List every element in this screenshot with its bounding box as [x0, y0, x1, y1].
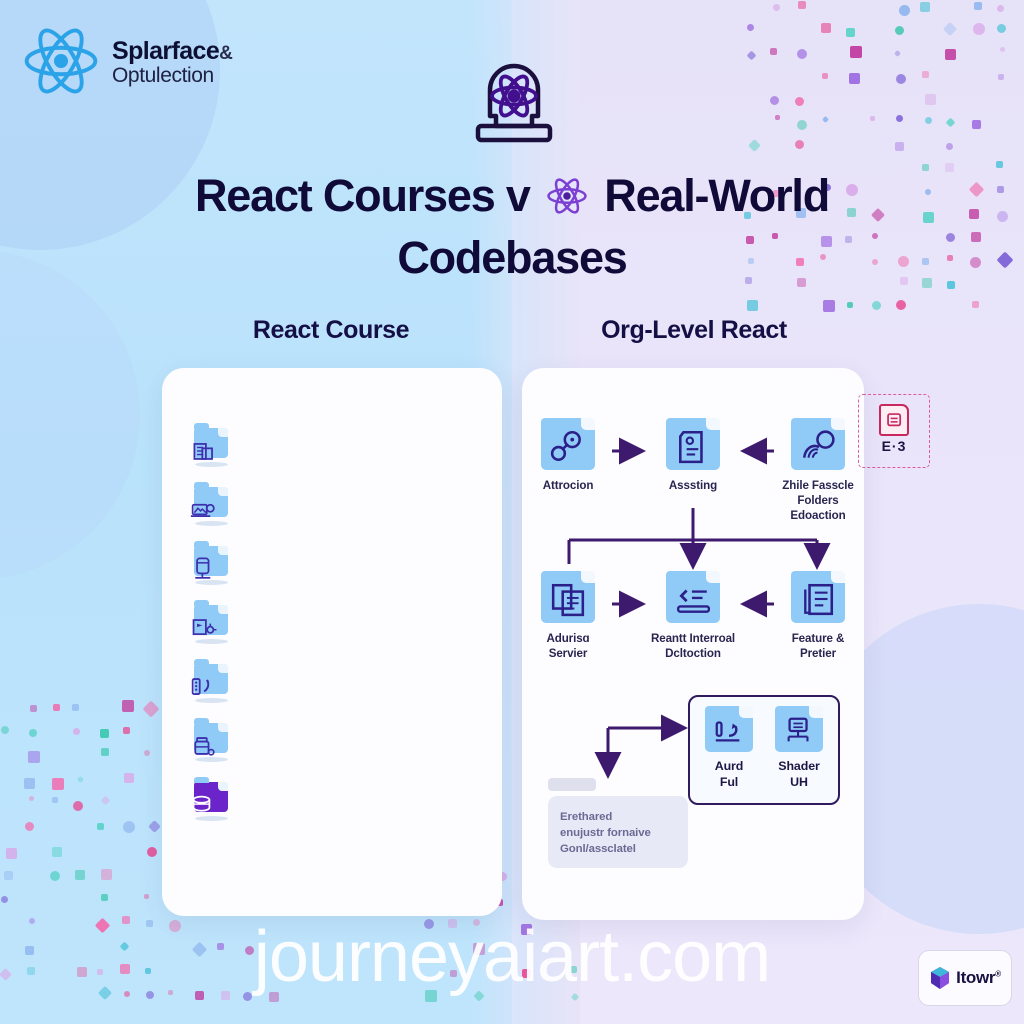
brand-logo-block: Splarface& Optulection [22, 22, 233, 100]
note-chip [548, 778, 596, 791]
brand-ampersand: & [219, 42, 233, 64]
page-title-line2: Codebases [397, 232, 627, 284]
folder-files-icon [188, 422, 234, 468]
list-item [174, 593, 492, 652]
node-upload-arrow-icon [705, 706, 753, 752]
node-stacked-windows-icon [541, 571, 595, 623]
watermark-text: journeyaiart.com [253, 917, 771, 997]
folder-image-laptop-icon [188, 481, 234, 527]
page-title-after: Real-World [604, 170, 830, 221]
react-course-card [162, 368, 502, 916]
node-document-stack-icon [791, 571, 845, 623]
folder-device-icon [188, 540, 234, 586]
folder-flag-plug-icon [188, 599, 234, 645]
pink-badge-label: E·3 [881, 438, 907, 454]
site-badge[interactable]: Itowr® [918, 950, 1012, 1006]
list-item [174, 534, 492, 593]
node-document-person-icon [666, 418, 720, 470]
diagram-node-label: Asssting [668, 479, 718, 492]
node-code-lines-icon [666, 571, 720, 623]
node-fingerprint-icon [791, 418, 845, 470]
pink-file-tile [879, 404, 909, 436]
cube-icon [929, 965, 951, 991]
react-atom-icon [22, 22, 100, 100]
brand-name: Splarface& [112, 36, 233, 65]
column-title-left: React Course [252, 316, 410, 344]
site-badge-label: Itowr® [956, 968, 1001, 988]
diagram-node: Feature &Pretier [772, 571, 864, 662]
list-item [174, 652, 492, 711]
diagram-node: Asssting [647, 418, 739, 494]
site-badge-name: Itowr [956, 968, 996, 987]
site-badge-sup: ® [995, 969, 1001, 979]
page-title: React Courses v Real-World Codebases [110, 168, 914, 287]
brand-name-text: Splarface [112, 36, 220, 65]
list-item [174, 475, 492, 534]
course-feature-list [174, 416, 492, 829]
brand-subtitle: Optulection [112, 64, 214, 88]
diagram-node-label: Feature &Pretier [791, 632, 845, 660]
list-item [174, 770, 492, 829]
folder-list-pen-icon [188, 658, 234, 704]
pink-file-icon[interactable]: E·3 [858, 394, 930, 468]
folder-jar-icon [188, 717, 234, 763]
selection-outline [858, 394, 930, 468]
diagram-node-label: Attrocion [542, 479, 594, 492]
list-item [174, 711, 492, 770]
page-title-before: React Courses v [195, 170, 531, 221]
react-atom-icon [546, 174, 588, 230]
node-hierarchy-icon [775, 706, 823, 752]
purple-database-icon [188, 776, 234, 822]
node-search-magnifier-icon [541, 418, 595, 470]
arch-monument-atom-icon [462, 52, 566, 148]
column-title-right: Org-Level React [601, 316, 787, 344]
diagram-connectors [567, 437, 831, 779]
diagram-node: Attrocion [522, 418, 614, 494]
list-item [174, 416, 492, 475]
